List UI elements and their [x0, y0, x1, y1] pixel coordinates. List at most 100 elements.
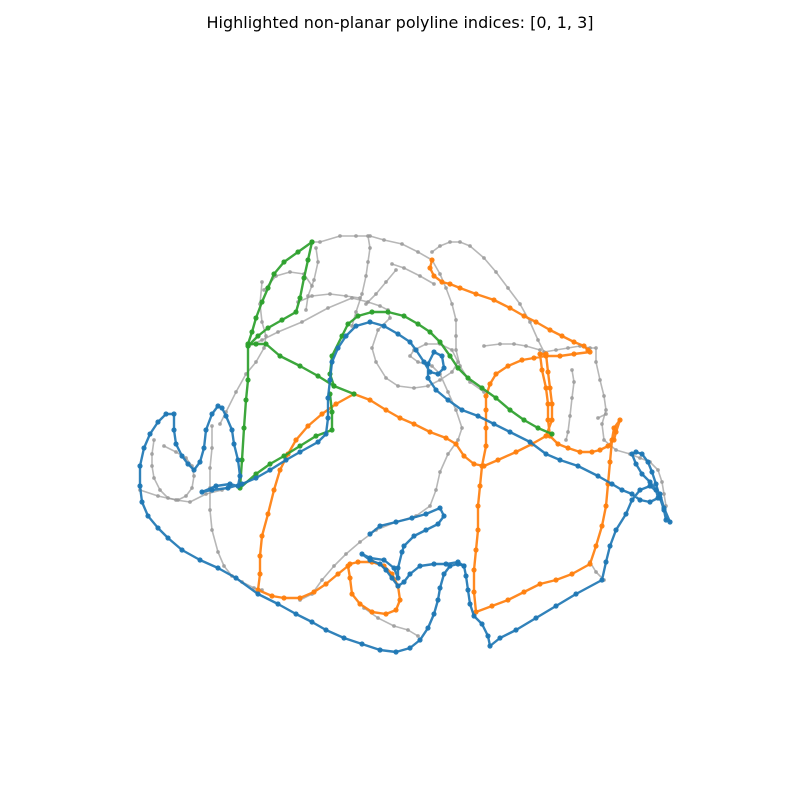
polyline-vertex	[400, 242, 404, 246]
polyline-vertex	[297, 443, 303, 449]
polyline-vertex	[393, 649, 399, 655]
polyline-vertex	[313, 433, 319, 439]
polyline-vertex	[431, 611, 437, 617]
polyline-vertex	[557, 353, 563, 359]
polyline-vertex	[605, 443, 611, 449]
polyline-vertex	[179, 453, 185, 459]
polyline-vertex	[323, 431, 329, 437]
polyline-vertex	[137, 483, 143, 489]
polyline-vertex	[617, 417, 623, 423]
polyline-vertex	[572, 380, 576, 384]
polyline-vertex	[171, 427, 177, 433]
polyline-vertex	[156, 494, 160, 498]
polyline-vertex	[288, 270, 292, 274]
polyline-vertex	[199, 489, 205, 495]
polyline-vertex	[418, 274, 422, 278]
polyline-vertex	[647, 499, 653, 505]
polyline-vertex	[553, 603, 559, 609]
polyline-vertex	[441, 571, 447, 577]
polyline-vertex	[455, 559, 461, 565]
polyline-vertex	[255, 591, 261, 597]
polyline-vertex	[434, 488, 438, 492]
polyline-vertex	[607, 543, 613, 549]
polyline-vertex	[262, 346, 266, 350]
polyline-vertex	[438, 470, 442, 474]
polyline-vertex	[141, 445, 147, 451]
polyline-vertex	[249, 329, 255, 335]
polyline-vertex	[619, 487, 625, 493]
polyline-vertex	[471, 567, 477, 573]
polyline-vertex	[417, 563, 423, 569]
polyline-vertex	[633, 461, 639, 467]
polyline-vertex	[399, 549, 405, 555]
polyline-vertex	[171, 411, 177, 417]
polyline-vertex	[411, 533, 417, 539]
polyline-0	[138, 320, 672, 654]
polyline-vertex	[489, 603, 495, 609]
polyline-vertex	[358, 540, 362, 544]
polyline-vertex	[573, 591, 579, 597]
polyline-vertex	[231, 441, 237, 447]
polyline-vertex	[438, 378, 442, 382]
polyline-vertex	[377, 561, 383, 567]
polyline-vertex	[354, 310, 358, 314]
polyline-vertex	[259, 299, 265, 305]
polyline-vertex	[524, 344, 528, 348]
polyline-vertex	[401, 543, 407, 549]
polyline-vertex	[165, 535, 171, 541]
polyline-vertex	[454, 318, 458, 322]
polyline-vertex	[487, 381, 493, 387]
polyline-vertex	[327, 377, 333, 383]
polyline-vertex	[431, 273, 437, 279]
polyline-vertex	[328, 292, 332, 296]
polyline-vertex	[423, 511, 429, 517]
polyline-vertex	[323, 581, 329, 587]
polyline-vertex	[555, 441, 561, 447]
polyline-vertex	[495, 457, 501, 463]
polyline-vertex	[364, 302, 368, 306]
polyline-vertex	[345, 321, 351, 327]
polyline-vertex	[441, 365, 447, 371]
polyline-vertex	[425, 625, 431, 631]
polyline-vertex	[309, 619, 315, 625]
polyline-vertex	[191, 467, 197, 473]
polyline-vertex	[208, 508, 212, 512]
polyline-vertex	[549, 417, 555, 423]
polyline-vertex	[446, 390, 450, 394]
polyline-vertex	[581, 343, 587, 349]
polyline-vertex	[349, 591, 355, 597]
polyline-vertex	[595, 473, 601, 479]
polyline-14	[391, 263, 435, 285]
polyline-vertex	[234, 390, 238, 394]
polyline-vertex	[364, 274, 368, 278]
polyline-vertex	[471, 589, 477, 595]
polyline-vertex	[545, 369, 551, 375]
polyline-vertex	[483, 443, 489, 449]
polyline-vertex	[407, 645, 413, 651]
polyline-vertex	[385, 309, 391, 315]
polyline-vertex	[570, 368, 574, 372]
polyline-vertex	[253, 315, 259, 321]
polyline-vertex	[629, 491, 635, 497]
polyline-vertex	[437, 585, 443, 591]
polyline-vertex	[369, 309, 375, 315]
polyline-vertex	[428, 504, 432, 508]
polyline-vertex	[521, 313, 527, 319]
polyline-vertex	[297, 295, 303, 301]
polyline-vertex	[614, 448, 618, 452]
polyline-vertex	[491, 297, 497, 303]
polyline-vertex	[283, 457, 289, 463]
polyline-vertex	[381, 557, 387, 563]
polyline-vertex	[447, 353, 453, 359]
polyline-5-vertices	[430, 240, 668, 508]
polyline-vertex	[416, 250, 420, 254]
polyline-vertex	[497, 635, 503, 641]
polyline-vertex	[611, 425, 617, 431]
polyline-vertex	[479, 621, 485, 627]
polyline-vertex	[602, 394, 606, 398]
polyline-vertex	[155, 525, 161, 531]
polyline-vertex	[383, 611, 389, 617]
polyline-vertex	[295, 249, 301, 255]
polyline-vertex	[391, 565, 397, 571]
